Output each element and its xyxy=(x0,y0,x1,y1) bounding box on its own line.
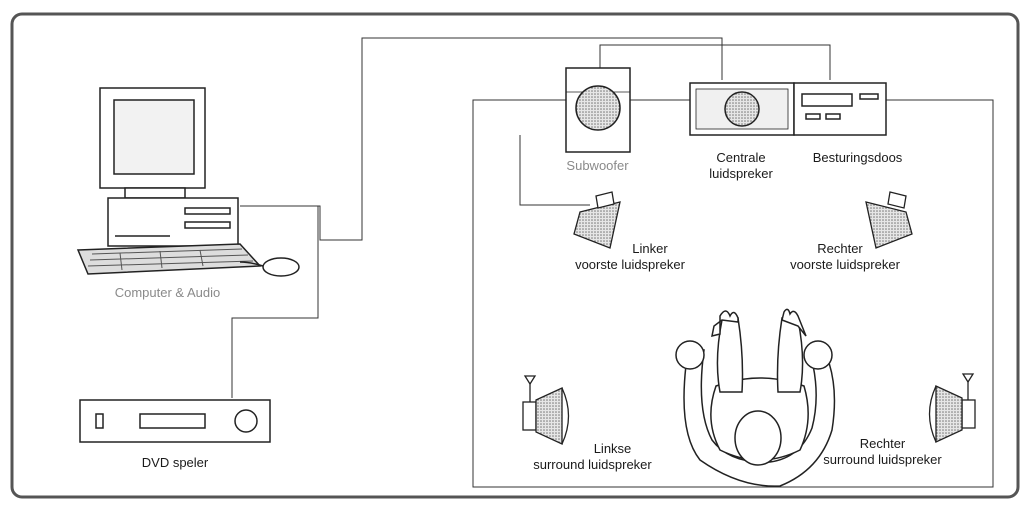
wiring xyxy=(231,37,831,398)
control-box-icon xyxy=(793,82,887,136)
label-front-left-line2: voorste luidspreker xyxy=(575,257,685,272)
label-control-box: Besturingsdoos xyxy=(812,150,903,165)
front-speaker-icon xyxy=(865,191,913,249)
label-subwoofer: Subwoofer xyxy=(566,158,629,173)
surround-speaker-icon xyxy=(522,375,570,446)
label-dvd-player: DVD speler xyxy=(141,455,209,470)
label-surround-right-line1: Rechter xyxy=(859,436,906,451)
subwoofer-icon xyxy=(565,67,631,153)
computer-icon xyxy=(76,87,300,277)
label-center-speaker: Centrale luidspreker xyxy=(686,150,796,182)
label-surround-right: Rechter surround luidspreker xyxy=(795,436,970,468)
label-center-line1: Centrale xyxy=(716,150,766,165)
surround-speaker-icon xyxy=(928,373,976,444)
listener-icon xyxy=(675,308,836,487)
label-front-left-line1: Linker xyxy=(632,241,668,256)
label-computer: Computer & Audio xyxy=(114,285,221,300)
label-surround-left-line1: Linkse xyxy=(593,441,632,456)
label-front-right-line2: voorste luidspreker xyxy=(790,257,900,272)
center-speaker-icon xyxy=(689,82,795,136)
label-surround-right-line2: surround luidspreker xyxy=(823,452,942,467)
outer-frame xyxy=(10,12,1020,499)
dvd-player-icon xyxy=(79,399,271,443)
front-speaker-icon xyxy=(573,191,621,249)
label-front-left: Linker voorste luidspreker xyxy=(540,241,720,273)
label-surround-left-line2: surround luidspreker xyxy=(533,457,652,472)
label-center-line2: luidspreker xyxy=(709,166,773,181)
label-front-right: Rechter voorste luidspreker xyxy=(755,241,935,273)
label-surround-left: Linkse surround luidspreker xyxy=(505,441,680,473)
label-front-right-line1: Rechter xyxy=(817,241,863,256)
